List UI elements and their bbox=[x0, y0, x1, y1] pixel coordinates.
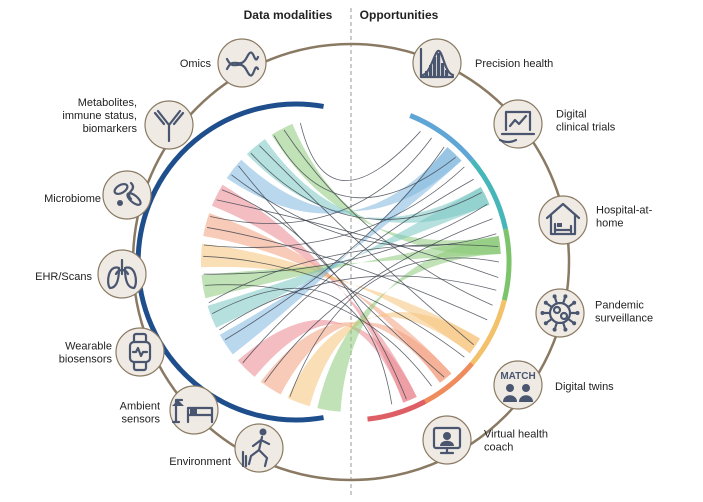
twins-icon-badge bbox=[493, 360, 543, 410]
chord-line-19 bbox=[203, 203, 488, 275]
lungs-icon bbox=[97, 249, 147, 299]
histogram-icon bbox=[412, 38, 462, 88]
ribbon-9 bbox=[237, 319, 417, 403]
icon-group: MATCH bbox=[97, 38, 588, 473]
microbes-icon bbox=[102, 170, 152, 220]
chord-line-13 bbox=[283, 129, 493, 306]
bed-lamp-icon bbox=[169, 385, 219, 435]
modality-label-4-line-1: biosensors bbox=[59, 354, 113, 366]
antibody-icon bbox=[144, 100, 194, 150]
chord-line-1 bbox=[273, 135, 456, 199]
opportunity-label-1-line-1: clinical trials bbox=[556, 122, 616, 134]
chord-line-group bbox=[203, 122, 500, 405]
opportunity-arc-2 bbox=[501, 228, 512, 301]
opportunity-arc-0 bbox=[409, 113, 474, 163]
ribbon-8 bbox=[219, 147, 462, 355]
chord-line-12 bbox=[289, 257, 500, 397]
smartwatch-icon bbox=[115, 327, 165, 377]
dna-icon bbox=[217, 38, 267, 88]
opportunity-arc-5 bbox=[367, 399, 427, 422]
ribbon-12 bbox=[317, 235, 501, 412]
opportunity-label-0-line-0: Precision health bbox=[475, 58, 553, 70]
modality-label-0-line-0: Omics bbox=[180, 58, 212, 70]
chord-line-7 bbox=[204, 284, 432, 387]
modality-label-5-line-0: Ambient bbox=[120, 401, 160, 413]
modality-label-1-line-0: Metabolites, bbox=[78, 97, 137, 109]
runner-icon bbox=[234, 423, 284, 473]
opportunity-label-1-line-0: Digital bbox=[556, 109, 587, 121]
ribbon-4 bbox=[203, 213, 452, 383]
chord-line-17 bbox=[210, 137, 432, 224]
modality-label-1-line-2: biomarkers bbox=[83, 123, 138, 135]
ribbon-group bbox=[201, 123, 501, 412]
chord-line-9 bbox=[224, 146, 445, 341]
video-coach-icon bbox=[422, 415, 472, 465]
laptop-chart-icon bbox=[493, 99, 543, 149]
modality-label-3-line-0: EHR/Scans bbox=[35, 271, 92, 283]
opportunity-label-5-line-1: coach bbox=[484, 442, 513, 454]
virus-icon bbox=[535, 288, 585, 338]
ribbon-6 bbox=[201, 235, 501, 299]
chord-line-16 bbox=[221, 189, 407, 400]
chord-line-14 bbox=[259, 145, 474, 346]
chord-line-0 bbox=[299, 122, 421, 182]
header-data-modalities: Data modalities bbox=[244, 8, 333, 22]
opportunity-label-3-line-0: Pandemic bbox=[595, 300, 644, 312]
modality-label-2-line-0: Microbiome bbox=[44, 193, 101, 205]
virus-icon-badge bbox=[535, 288, 585, 338]
house-bed-icon bbox=[538, 195, 588, 245]
match-text: MATCH bbox=[500, 371, 535, 382]
ribbon-11 bbox=[287, 311, 481, 407]
opportunity-arc-3 bbox=[470, 299, 507, 366]
twins-icon: MATCH bbox=[493, 360, 543, 410]
modality-label-5-line-1: sensors bbox=[121, 414, 160, 426]
ribbon-2 bbox=[226, 147, 462, 214]
opportunity-label-3-line-1: surveillance bbox=[595, 313, 653, 325]
chord-line-8 bbox=[212, 287, 393, 405]
chord-line-20 bbox=[208, 244, 499, 304]
header-opportunities: Opportunities bbox=[360, 8, 439, 22]
chord-line-21 bbox=[219, 275, 497, 331]
opportunity-label-2-line-0: Hospital-at- bbox=[596, 205, 653, 217]
chord-line-2 bbox=[250, 152, 482, 220]
opportunity-label-2-line-1: home bbox=[596, 218, 624, 230]
chord-line-11 bbox=[264, 218, 493, 383]
chord-line-18 bbox=[203, 166, 465, 248]
modality-label-4-line-0: Wearable bbox=[65, 341, 112, 353]
opportunity-label-5-line-0: Virtual health bbox=[484, 429, 548, 441]
chord-line-6 bbox=[203, 255, 465, 358]
chord-line-4 bbox=[216, 199, 499, 278]
opportunity-arc-1 bbox=[470, 158, 508, 230]
modality-label-1-line-1: immune status, bbox=[62, 110, 137, 122]
opportunity-label-4-line-0: Digital twins bbox=[555, 381, 614, 393]
ribbon-10 bbox=[260, 322, 452, 395]
ribbon-7 bbox=[207, 187, 490, 328]
chord-line-10 bbox=[242, 178, 474, 364]
opportunity-arc-4 bbox=[423, 361, 474, 404]
modality-label-6-line-0: Environment bbox=[169, 456, 231, 468]
ribbon-5 bbox=[201, 243, 481, 354]
